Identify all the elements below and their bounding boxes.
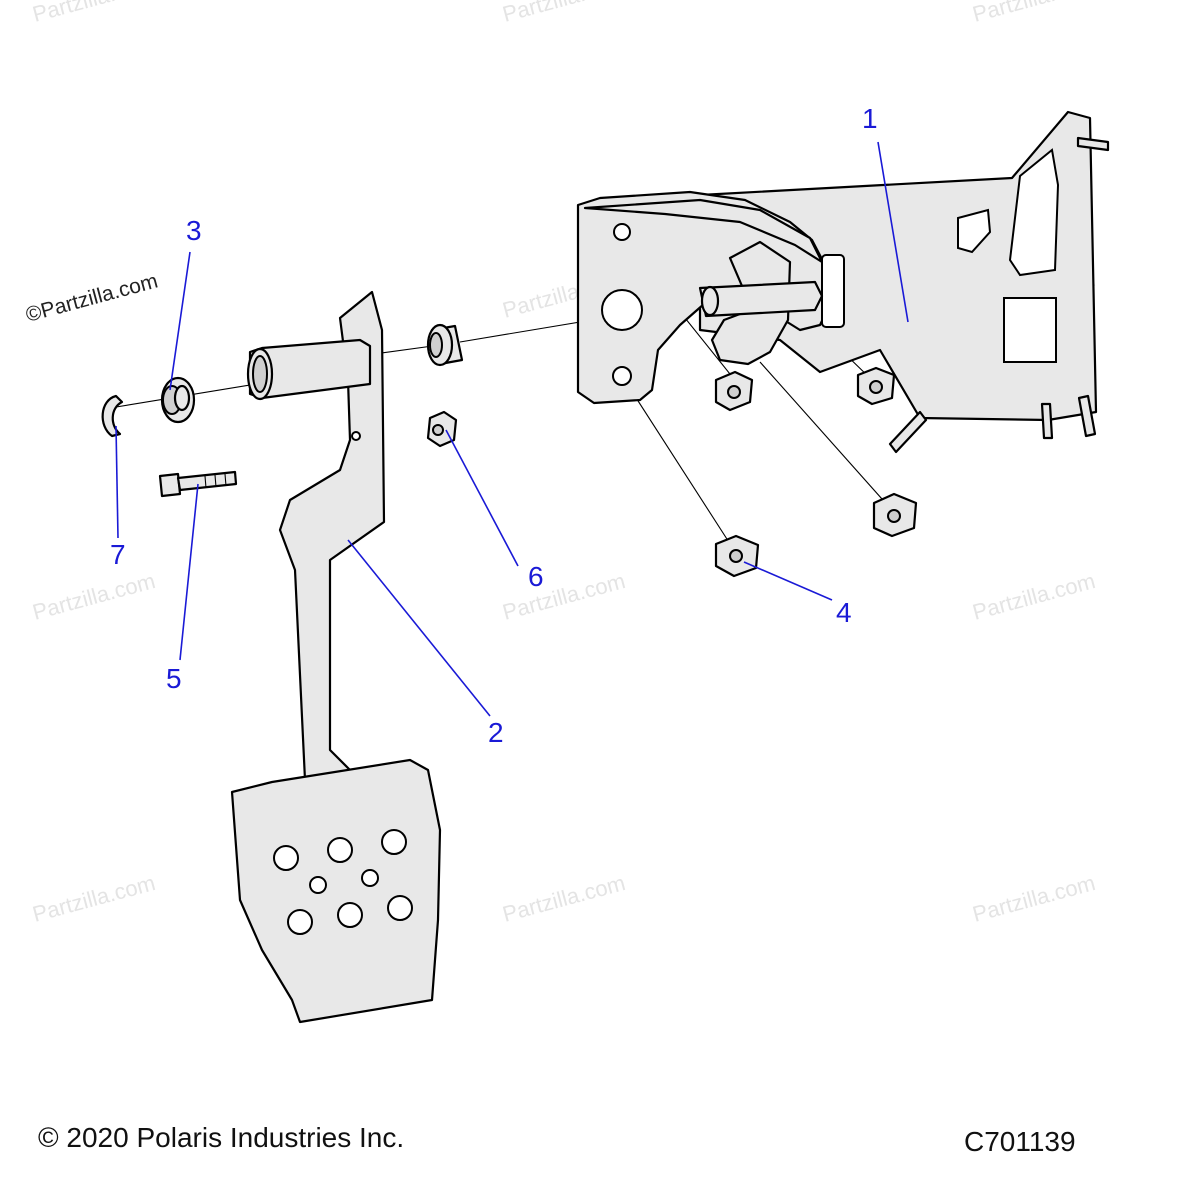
- callout-labels: 1 2 3 4 5 6 7: [110, 103, 878, 748]
- leader-line-4: [743, 561, 833, 601]
- callout-1: 1: [862, 103, 878, 134]
- callout-3: 3: [186, 215, 202, 246]
- leader-line-3: [169, 251, 191, 391]
- small-nut: [426, 410, 458, 448]
- pedal-pad: [230, 758, 442, 1024]
- bushing-right: [426, 323, 464, 367]
- watermark: Partzilla.com: [30, 870, 158, 927]
- callout-5: 5: [166, 663, 182, 694]
- callout-4: 4: [836, 597, 852, 628]
- watermark: Partzilla.com: [500, 0, 628, 27]
- watermark: Partzilla.com: [30, 568, 158, 625]
- watermark-layer: Partzilla.com Partzilla.com Partzilla.co…: [23, 0, 1098, 927]
- flange-nut: [714, 534, 760, 578]
- figure-code: C701139: [964, 1126, 1076, 1157]
- leader-line-6: [445, 429, 519, 567]
- flange-nut: [714, 370, 754, 412]
- copyright-notice: © 2020 Polaris Industries Inc.: [38, 1122, 405, 1153]
- flange-bolt: [158, 470, 238, 498]
- watermark-prominent: ©Partzilla.com: [23, 269, 160, 326]
- watermark: Partzilla.com: [970, 870, 1098, 927]
- leader-lines: [115, 141, 909, 717]
- callout-7: 7: [110, 539, 126, 570]
- callout-2: 2: [488, 717, 504, 748]
- watermark: Partzilla.com: [970, 568, 1098, 625]
- brake-pedal-arm: [230, 290, 442, 1024]
- bushing-left: [160, 376, 196, 424]
- flange-nut: [856, 366, 896, 406]
- flange-nut: [872, 492, 918, 538]
- watermark: Partzilla.com: [970, 0, 1098, 27]
- watermark: Partzilla.com: [500, 870, 628, 927]
- mounting-bracket: [576, 110, 1110, 454]
- leader-line-1: [877, 141, 909, 323]
- leader-line-2: [347, 539, 491, 717]
- callout-6: 6: [528, 561, 544, 592]
- watermark: Partzilla.com: [500, 568, 628, 625]
- mounting-stud: [888, 136, 1110, 454]
- watermark: Partzilla.com: [30, 0, 158, 27]
- e-clip: [101, 394, 124, 438]
- leader-line-7: [115, 425, 119, 539]
- leader-line-5: [179, 483, 199, 661]
